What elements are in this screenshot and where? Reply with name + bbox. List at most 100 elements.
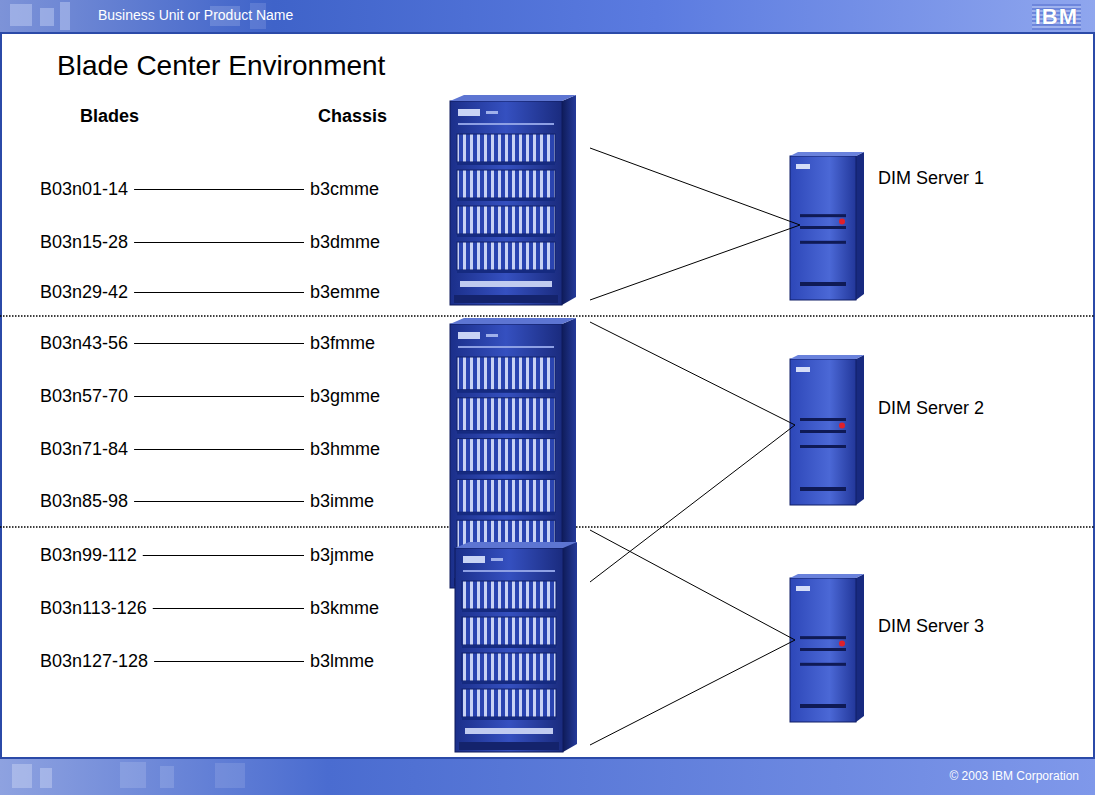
node-text: b3kmme (310, 598, 379, 619)
network-link (590, 225, 800, 300)
server-side (856, 355, 864, 505)
node-text: B03n57-70 (40, 386, 128, 407)
blade-chassis-grill (462, 617, 556, 645)
drive-bay (800, 241, 846, 244)
connector-line (134, 396, 304, 397)
shelf-rail (457, 431, 555, 434)
shelf-rail (462, 681, 556, 684)
chassis-name: b3jmme (306, 543, 378, 568)
blade-range: B03n43-56 (36, 331, 132, 356)
server-label: DIM Server 3 (874, 614, 988, 639)
shelf-rail (462, 609, 556, 612)
server-label: DIM Server 1 (874, 166, 988, 191)
frame-left (0, 34, 2, 757)
node-text: B03n15-28 (40, 232, 128, 253)
rack-chassis (450, 318, 576, 588)
dim-server-icon (790, 152, 864, 300)
copyright-text: © 2003 IBM Corporation (949, 769, 1079, 783)
server-top (790, 574, 864, 578)
blade-range: B03n15-28 (36, 230, 132, 255)
drive-bay (800, 226, 846, 229)
connector-stroke (154, 661, 304, 662)
dim-server-icon (790, 574, 864, 722)
server-front (790, 578, 856, 722)
rack-base (459, 742, 559, 750)
chassis-name: b3lmme (306, 649, 378, 674)
frame-right (1093, 34, 1095, 757)
header-rule (0, 32, 1095, 34)
connector-line (134, 292, 304, 293)
blade-range: B03n85-98 (36, 489, 132, 514)
node-text: B03n43-56 (40, 333, 128, 354)
network-link (590, 425, 795, 582)
connector-stroke (143, 555, 304, 556)
shelf-rail (457, 390, 555, 393)
connector-stroke (134, 292, 304, 293)
drive-bay (800, 663, 846, 666)
blade-range: B03n99-112 (36, 543, 141, 568)
server-top (790, 152, 864, 156)
connector-line (154, 661, 304, 662)
network-link (590, 322, 795, 425)
rack-badge (458, 332, 480, 339)
blade-range: B03n113-126 (36, 596, 151, 621)
connector-line (134, 189, 304, 190)
blade-chassis-grill (457, 242, 555, 270)
connector-line (134, 343, 304, 344)
node-text: b3fmme (310, 333, 375, 354)
slide-title: Blade Center Environment (57, 50, 385, 82)
node-text: B03n113-126 (40, 598, 147, 619)
drive-bay (800, 636, 846, 639)
blade-range: B03n57-70 (36, 384, 132, 409)
rack-chassis (455, 542, 577, 752)
shelf-rail (457, 270, 555, 273)
rack-front (450, 101, 562, 305)
node-text: b3lmme (310, 651, 374, 672)
drive-bay (800, 418, 846, 421)
chassis-name: b3hmme (306, 437, 384, 462)
node-text: b3jmme (310, 545, 374, 566)
drive-bay (800, 445, 846, 448)
column-header: Chassis (318, 106, 387, 127)
connector-line (134, 501, 304, 502)
blade-chassis-grill (462, 581, 556, 609)
group-separator (0, 315, 1095, 317)
chassis-name: b3kmme (306, 596, 383, 621)
column-header: Blades (80, 106, 139, 127)
connector-stroke (134, 343, 304, 344)
shelf-rail (462, 717, 556, 720)
rack-top (450, 95, 576, 101)
rack-top (450, 318, 576, 324)
server-badge (796, 367, 810, 372)
node-text: B03n29-42 (40, 282, 128, 303)
connector-line (143, 555, 304, 556)
blade-chassis-grill (457, 357, 555, 390)
server-front (790, 156, 856, 300)
node-text: b3imme (310, 491, 374, 512)
server-vent (800, 704, 846, 708)
node-text: B03n127-128 (40, 651, 148, 672)
drive-bay (800, 214, 846, 217)
rack-chassis (450, 95, 576, 305)
chassis-name: b3dmme (306, 230, 384, 255)
blade-range: B03n127-128 (36, 649, 152, 674)
header-text: Business Unit or Product Name (98, 7, 293, 23)
server-vent (800, 282, 846, 286)
server-side (856, 152, 864, 300)
blade-chassis-grill (457, 206, 555, 234)
connector-line (134, 242, 304, 243)
dim-server-icon (790, 355, 864, 505)
rack-trim (458, 123, 554, 125)
shelf-rail (457, 471, 555, 474)
footer-texture (12, 762, 245, 788)
rack-front (455, 548, 563, 752)
connector-stroke (134, 242, 304, 243)
shelf-rail (462, 645, 556, 648)
blade-chassis-grill (457, 439, 555, 472)
node-text: B03n85-98 (40, 491, 128, 512)
rack-badge (486, 111, 498, 114)
power-led (839, 641, 845, 647)
rack-base-trim (460, 281, 552, 287)
